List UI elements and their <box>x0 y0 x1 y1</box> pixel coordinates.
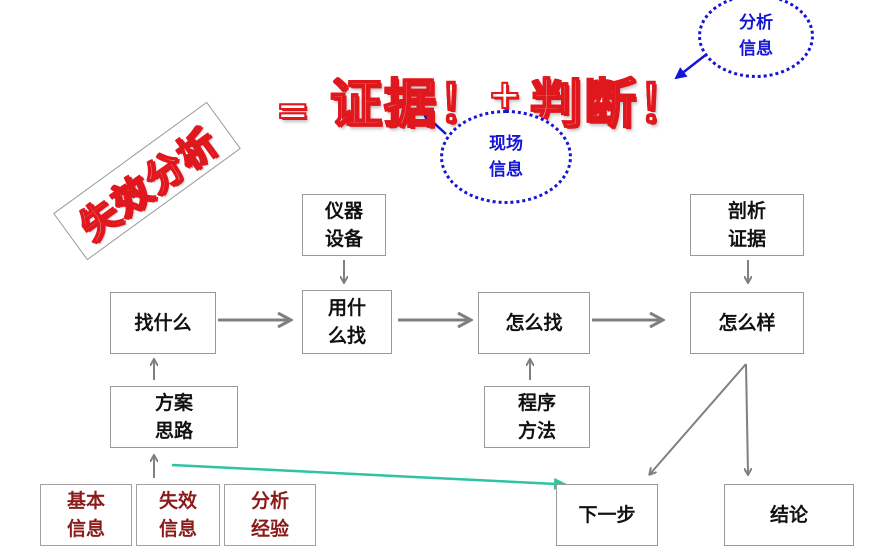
how-find-box: 怎么找 <box>478 292 590 354</box>
use-what-label: 用什 么找 <box>327 297 366 347</box>
find-what-box: 找什么 <box>110 292 216 354</box>
how-is-box: 怎么样 <box>690 292 804 354</box>
analysis-experience-label: 分析 经验 <box>250 490 289 540</box>
dissect-evidence-label: 剖析 证据 <box>727 200 766 250</box>
failure-info-label: 失效 信息 <box>158 490 197 540</box>
use-what-box: 用什 么找 <box>302 290 392 354</box>
arrow-site-info <box>422 112 447 135</box>
analysis-info-label: 分析 信息 <box>739 13 773 59</box>
analysis-info-bubble: 分析 信息 <box>698 0 814 78</box>
basic-info-label: 基本 信息 <box>66 490 105 540</box>
how-is-label: 怎么样 <box>718 312 776 334</box>
dissect-evidence-box: 剖析 证据 <box>690 194 804 256</box>
next-step-box: 下一步 <box>556 484 658 546</box>
arrow-how-is-to-conclusion <box>746 363 748 474</box>
basic-info-box: 基本 信息 <box>40 484 132 546</box>
failure-info-box: 失效 信息 <box>136 484 220 546</box>
find-what-label: 找什么 <box>134 312 192 334</box>
equals-sign: = <box>275 87 310 135</box>
plan-label: 方案 思路 <box>154 392 193 442</box>
procedure-box: 程序 方法 <box>484 386 590 448</box>
conclusion-label: 结论 <box>769 504 808 526</box>
arrow-feedback <box>171 463 568 490</box>
site-info-bubble: 现场 信息 <box>440 110 572 204</box>
instrument-box: 仪器 设备 <box>302 194 386 256</box>
analysis-experience-box: 分析 经验 <box>224 484 316 546</box>
plan-box: 方案 思路 <box>110 386 238 448</box>
procedure-label: 程序 方法 <box>517 392 556 442</box>
next-step-label: 下一步 <box>578 504 636 526</box>
instrument-label: 仪器 设备 <box>324 200 363 250</box>
how-find-label: 怎么找 <box>505 312 563 334</box>
conclusion-box: 结论 <box>724 484 854 546</box>
arrow-how-is-to-next <box>650 363 747 474</box>
site-info-label: 现场 信息 <box>489 134 523 180</box>
